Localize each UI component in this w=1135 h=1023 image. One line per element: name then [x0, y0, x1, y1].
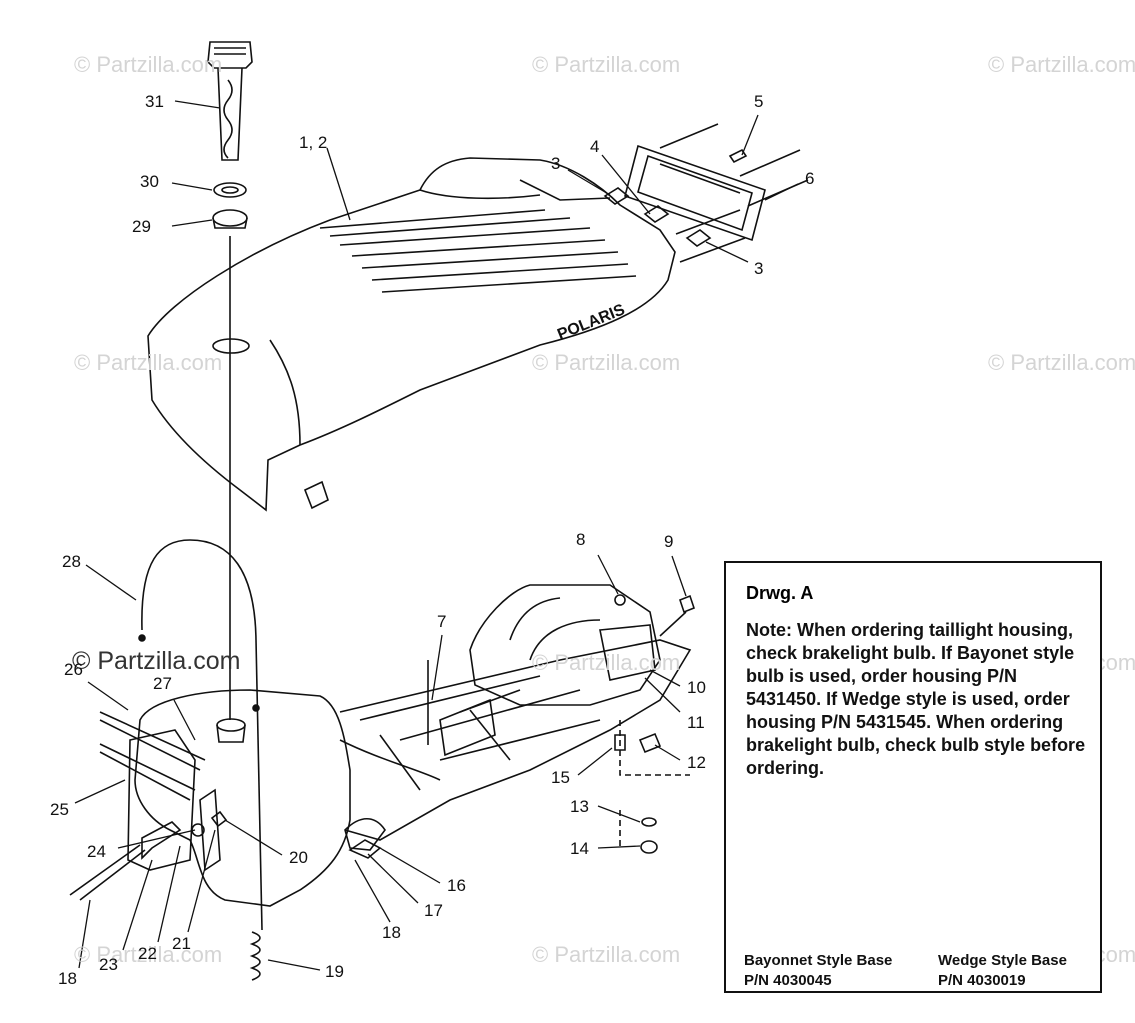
callout-11: 11 [687, 713, 705, 732]
callout-7: 7 [437, 612, 447, 631]
polaris-logo: POLARIS [555, 301, 628, 344]
drawing-a-panel: Drwg. A Note: When ordering taillight ho… [724, 561, 1102, 993]
watermark: © Partzilla.com [988, 52, 1135, 77]
callout-18: 18 [382, 923, 401, 942]
base-tray [339, 639, 692, 841]
watermark: © Partzilla.com [74, 350, 223, 375]
wedge-base-label: Wedge Style Base [938, 952, 1067, 969]
bolts [603, 148, 748, 247]
callout-28: 28 [62, 552, 81, 571]
callout-14: 14 [570, 839, 589, 858]
callout-8: 8 [576, 530, 586, 549]
callout-19: 19 [325, 962, 344, 981]
watermark: © Partzilla.com [988, 350, 1135, 375]
callout-6: 6 [805, 169, 815, 188]
drawing-a-note: Note: When ordering taillight housing, c… [746, 620, 1086, 778]
callout-5: 5 [754, 92, 764, 111]
callout-27: 27 [153, 674, 172, 693]
watermark: © Partzilla.com [532, 650, 681, 675]
watermark-dark: © Partzilla.com [72, 647, 241, 675]
cable-and-spring [138, 539, 263, 981]
bayonet-part-number: P/N 4030045 [744, 972, 832, 989]
callout-15: 15 [551, 768, 570, 787]
taillight-housing [469, 584, 695, 854]
watermark: © Partzilla.com [532, 942, 681, 967]
hoses-fittings [69, 711, 382, 901]
callout-4: 4 [590, 137, 600, 156]
fill-cap [207, 41, 253, 161]
callout-21: 21 [172, 934, 191, 953]
oil-tank [127, 689, 441, 907]
watermark: © Partzilla.com [532, 52, 681, 77]
callout-31: 31 [145, 92, 164, 111]
drawing-a-title: Drwg. A [746, 583, 814, 603]
callout-1-2: 1, 2 [299, 133, 328, 152]
bayonet-base-label: Bayonnet Style Base [744, 952, 893, 969]
wedge-part-number: P/N 4030019 [938, 972, 1026, 989]
leader-lines [74, 100, 799, 971]
callout-24: 24 [87, 842, 106, 861]
callout-29: 29 [132, 217, 151, 236]
callout-26: 26 [64, 660, 83, 679]
callout-22: 22 [138, 944, 157, 963]
watermark: © Partzilla.com [74, 52, 223, 77]
watermark: © Partzilla.com [532, 350, 681, 375]
callout-25: 25 [50, 800, 69, 819]
callout-30: 30 [140, 172, 159, 191]
callout-12: 12 [687, 753, 706, 772]
callout-13: 13 [570, 797, 589, 816]
watermark: © Partzilla.com [74, 942, 223, 967]
callout-3: 3 [551, 154, 561, 173]
callout-17: 17 [424, 901, 443, 920]
callout-20: 20 [289, 848, 308, 867]
gaskets [212, 182, 248, 229]
callout-3: 3 [754, 259, 764, 278]
callout-10: 10 [687, 678, 706, 697]
callout-9: 9 [664, 532, 674, 551]
callout-18: 18 [58, 969, 77, 988]
callout-23: 23 [99, 955, 118, 974]
callout-16: 16 [447, 876, 466, 895]
